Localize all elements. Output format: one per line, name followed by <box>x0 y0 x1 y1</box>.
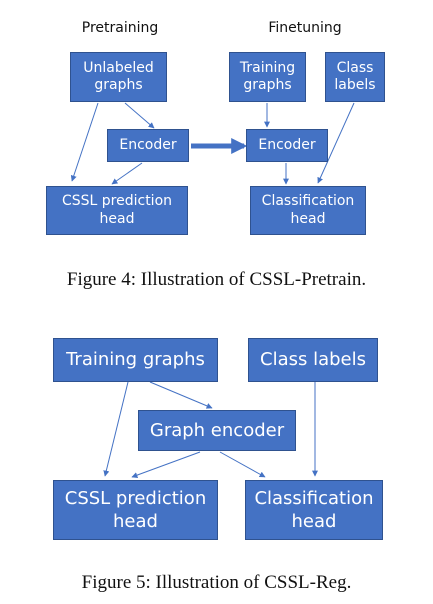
figure-4-caption: Figure 4: Illustration of CSSL-Pretrain. <box>66 269 367 290</box>
figure-4: Pretraining Finetuning Unlabeled graphs … <box>0 0 433 300</box>
arrow-graph-encoder-to-classification <box>219 451 266 478</box>
finetuning-header: Finetuning <box>268 20 342 36</box>
training-graphs-node-reg: Training graphs <box>53 338 218 382</box>
class-labels-node: Class labels <box>325 52 385 102</box>
classification-head-node: Classification head <box>250 186 366 235</box>
arrow-graph-encoder-to-cssl-head <box>131 451 201 478</box>
unlabeled-graphs-node: Unlabeled graphs <box>70 52 167 102</box>
arrow-unlabeled-to-encoder <box>124 102 155 129</box>
graph-encoder-node: Graph encoder <box>138 410 296 451</box>
pretraining-header: Pretraining <box>81 20 159 36</box>
classification-head-node-reg: Classification head <box>245 480 383 540</box>
figure-4-arrows <box>70 102 355 185</box>
encoder-pretrain-node: Encoder <box>107 129 189 162</box>
figure-5-caption: Figure 5: Illustration of CSSL-Reg. <box>81 572 352 593</box>
cssl-prediction-head-node: CSSL prediction head <box>46 186 188 235</box>
arrow-encoder-to-cssl-head <box>111 162 143 185</box>
training-graphs-node: Training graphs <box>229 52 306 102</box>
arrow-training-to-graph-encoder <box>149 381 213 409</box>
arrow-unlabeled-to-cssl-head <box>70 102 99 182</box>
arrow-training-to-cssl-head <box>103 381 129 477</box>
figure-5: Training graphs Class labels Graph encod… <box>0 300 433 604</box>
encoder-finetune-node: Encoder <box>246 129 328 162</box>
class-labels-node-reg: Class labels <box>248 338 378 382</box>
cssl-prediction-head-node-reg: CSSL prediction head <box>53 480 218 540</box>
